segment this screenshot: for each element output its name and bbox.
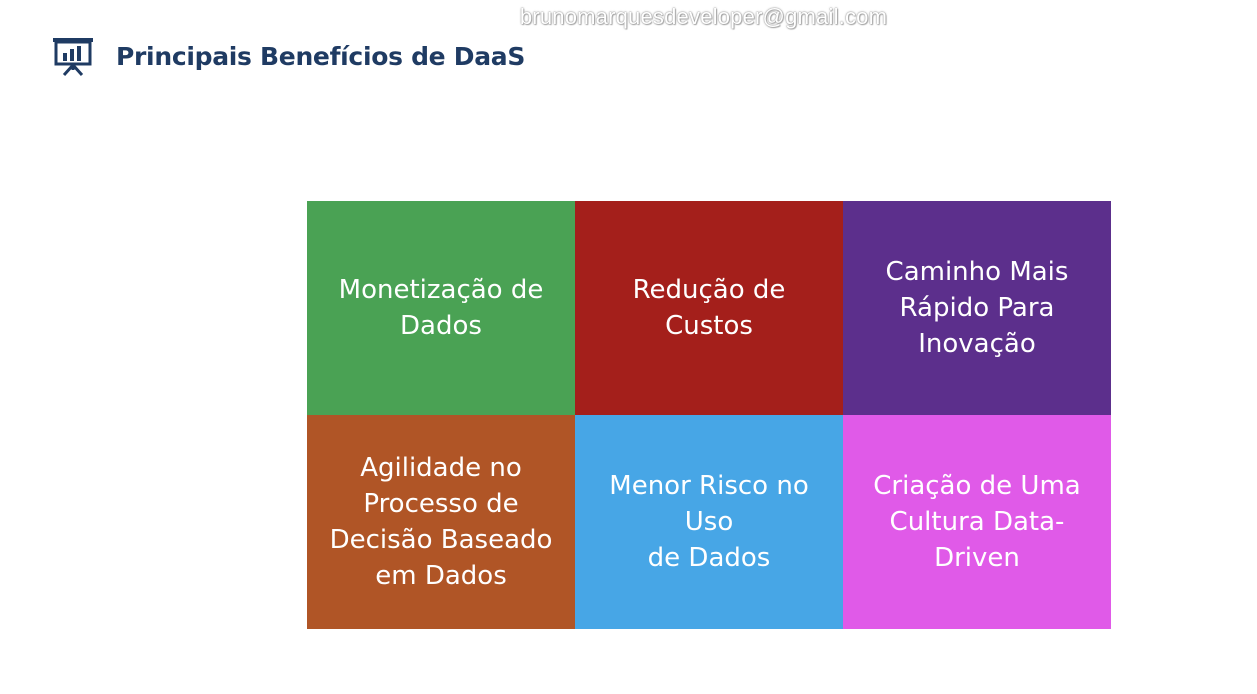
benefits-grid: Monetização de Dados Redução de Custos C… (307, 201, 1111, 629)
benefit-tile-menor-risco: Menor Risco no Uso de Dados (575, 415, 843, 629)
benefit-label: Redução de Custos (632, 275, 786, 341)
benefit-label: Menor Risco no Uso de Dados (609, 471, 809, 573)
benefit-label: Caminho Mais Rápido Para Inovação (885, 257, 1069, 359)
benefit-tile-cultura: Criação de Uma Cultura Data-Driven (843, 415, 1111, 629)
benefit-tile-agilidade: Agilidade no Processo de Decisão Baseado… (307, 415, 575, 629)
benefit-tile-inovacao: Caminho Mais Rápido Para Inovação (843, 201, 1111, 415)
page-title: Principais Benefícios de DaaS (116, 41, 526, 71)
benefit-label: Criação de Uma Cultura Data-Driven (873, 471, 1081, 573)
slide-header: Principais Benefícios de DaaS (52, 35, 525, 77)
presentation-chart-icon (53, 38, 93, 77)
watermark-email: brunomarquesdeveloper@gmail.com (519, 4, 888, 29)
benefit-tile-monetizacao: Monetização de Dados (307, 201, 575, 415)
benefit-tile-reducao-custos: Redução de Custos (575, 201, 843, 415)
benefit-label: Agilidade no Processo de Decisão Baseado… (329, 453, 553, 591)
benefit-label: Monetização de Dados (338, 275, 544, 341)
